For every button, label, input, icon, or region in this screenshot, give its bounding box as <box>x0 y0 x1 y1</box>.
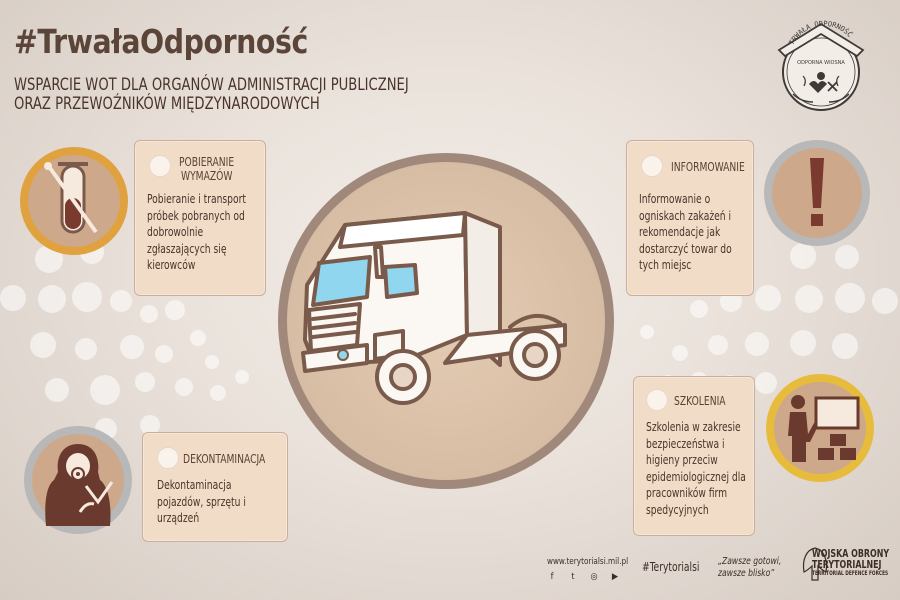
bokeh-dot <box>175 378 193 396</box>
card-body-line: bezpieczeństwa i <box>646 436 725 451</box>
bokeh-dot <box>790 243 816 269</box>
bokeh-dot <box>205 355 219 369</box>
youtube-icon[interactable]: ▶ <box>611 572 619 582</box>
bokeh-dot <box>672 345 688 361</box>
twitter-icon[interactable]: t <box>571 572 575 582</box>
bokeh-dot <box>135 372 155 392</box>
badge-inner-text: ODPORNA WIOSNA <box>797 60 845 66</box>
bokeh-dot <box>210 385 226 401</box>
card-body: Pobieranie i transport próbek pobranych … <box>147 191 262 274</box>
card-body-line: rekomendacje jak <box>639 225 721 239</box>
social-icons: f t ◎ ▶ <box>547 572 620 582</box>
card-body-line: dobrowolnie <box>147 225 204 239</box>
bokeh-dot <box>745 332 769 356</box>
card-body-line: Informowanie o <box>639 192 711 206</box>
card-body: Szkolenia w zakresie bezpieczeństwa i hi… <box>646 419 757 518</box>
bokeh-dot <box>110 290 132 312</box>
teacher-board-icon <box>788 395 860 462</box>
card-bullet <box>149 155 171 177</box>
logo-line: TERYTORIALNEJ <box>812 558 882 571</box>
card-bullet <box>646 389 668 411</box>
training-card: SZKOLENIA Szkolenia w zakresie bezpiecze… <box>633 376 755 536</box>
motto-line: zawsze blisko” <box>718 568 775 579</box>
bokeh-dot <box>155 345 173 363</box>
card-title: SZKOLENIA <box>674 394 726 408</box>
bokeh-dot <box>120 335 144 359</box>
card-bullet <box>157 447 179 469</box>
card-title: POBIERANIE WYMAZÓW <box>179 155 244 183</box>
facebook-icon[interactable]: f <box>550 572 554 582</box>
card-body-line: pracowników firm <box>646 486 728 500</box>
hazmat-suit-icon <box>45 444 114 526</box>
bokeh-dot <box>30 332 56 358</box>
card-body-line: tych miejsc <box>639 258 692 272</box>
subtitle-line: ORAZ PRZEWOŹNIKÓW MIĘDZYNARODOWYCH <box>14 94 320 114</box>
odporna-wiosna-badge: TRWAŁA ODPORNOŚĆ ODPORNA WIOSNA <box>777 20 865 111</box>
footer-hashtag: #Terytorialsi <box>642 560 700 574</box>
campaign-hashtag: #TrwałaOdporność <box>14 22 308 61</box>
bokeh-dot <box>832 333 858 359</box>
truck-icon <box>301 211 567 405</box>
bokeh-dot <box>755 372 777 394</box>
card-body-line: Szkolenia w zakresie <box>646 420 741 434</box>
card-body-line: zgłaszających się <box>147 241 227 256</box>
exclamation-icon <box>810 158 824 226</box>
bokeh-dot <box>640 325 654 339</box>
card-body-line: kierowców <box>147 258 196 272</box>
bokeh-dot <box>795 285 823 313</box>
wot-logo-eagle <box>802 547 828 581</box>
bokeh-dot <box>0 285 26 311</box>
card-body-line: Pobieranie i transport <box>147 192 246 206</box>
card-body-line: Dekontaminacja <box>157 478 232 492</box>
website-link[interactable]: www.terytorialsi.mil.pl <box>547 557 629 567</box>
footer-motto: „Zawsze gotowi, zawsze blisko” <box>718 556 781 580</box>
bokeh-dot <box>835 245 859 269</box>
bokeh-dot <box>790 330 816 356</box>
card-body-line: higieny przeciw <box>646 453 718 467</box>
bokeh-dot <box>45 378 69 402</box>
card-body-line: spedycyjnych <box>646 502 709 517</box>
info-card: INFORMOWANIE Informowanie o ogniskach za… <box>626 140 754 296</box>
motto-line: „Zawsze gotowi, <box>718 556 782 567</box>
wot-logo-text: WOJSKA OBRONY TERYTORIALNEJ TERRITORIAL … <box>812 548 889 578</box>
bokeh-dot <box>235 370 249 384</box>
bokeh-dot <box>872 288 898 314</box>
subtitle-line: WSPARCIE WOT DLA ORGANÓW ADMINISTRACJI P… <box>14 75 409 95</box>
bokeh-dot <box>165 300 185 320</box>
card-bullet <box>641 155 663 177</box>
card-body-line: pojazdów, sprzętu i <box>157 494 246 509</box>
swab-card: POBIERANIE WYMAZÓW Pobieranie i transpor… <box>134 140 266 296</box>
page-subtitle: WSPARCIE WOT DLA ORGANÓW ADMINISTRACJI P… <box>14 76 496 114</box>
decon-card: DEKONTAMINACJA Dekontaminacja pojazdów, … <box>142 432 288 542</box>
card-body-line: urządzeń <box>157 511 200 525</box>
card-body: Dekontaminacja pojazdów, sprzętu i urząd… <box>157 477 285 527</box>
card-body-line: ogniskach zakażeń i <box>639 208 732 223</box>
bokeh-dot <box>140 305 158 323</box>
logo-line: TERRITORIAL DEFENCE FORCES <box>812 570 889 577</box>
bokeh-dot <box>90 375 120 405</box>
card-body-line: dostarczyć towar do <box>639 241 732 256</box>
card-body-line: próbek pobranych od <box>147 208 245 223</box>
bokeh-dot <box>75 338 97 360</box>
bokeh-dot <box>72 282 102 312</box>
bokeh-dot <box>708 335 728 355</box>
card-body-line: epidemiologicznej dla <box>646 469 746 484</box>
card-title: INFORMOWANIE <box>671 160 745 174</box>
bokeh-dot <box>38 285 66 313</box>
card-title-line: POBIERANIE <box>179 155 235 169</box>
instagram-icon[interactable]: ◎ <box>590 572 598 582</box>
test-tube-swab-icon <box>44 162 98 234</box>
card-title: DEKONTAMINACJA <box>183 452 266 466</box>
logo-line: WOJSKA OBRONY <box>812 547 890 560</box>
card-body: Informowanie o ogniskach zakażeń i rekom… <box>639 191 750 274</box>
bokeh-dot <box>835 283 865 313</box>
bokeh-dot <box>755 285 781 311</box>
bokeh-dot <box>140 415 160 435</box>
card-title-line: WYMAZÓW <box>181 169 233 183</box>
bokeh-dot <box>190 330 206 346</box>
bokeh-dot <box>690 300 708 318</box>
